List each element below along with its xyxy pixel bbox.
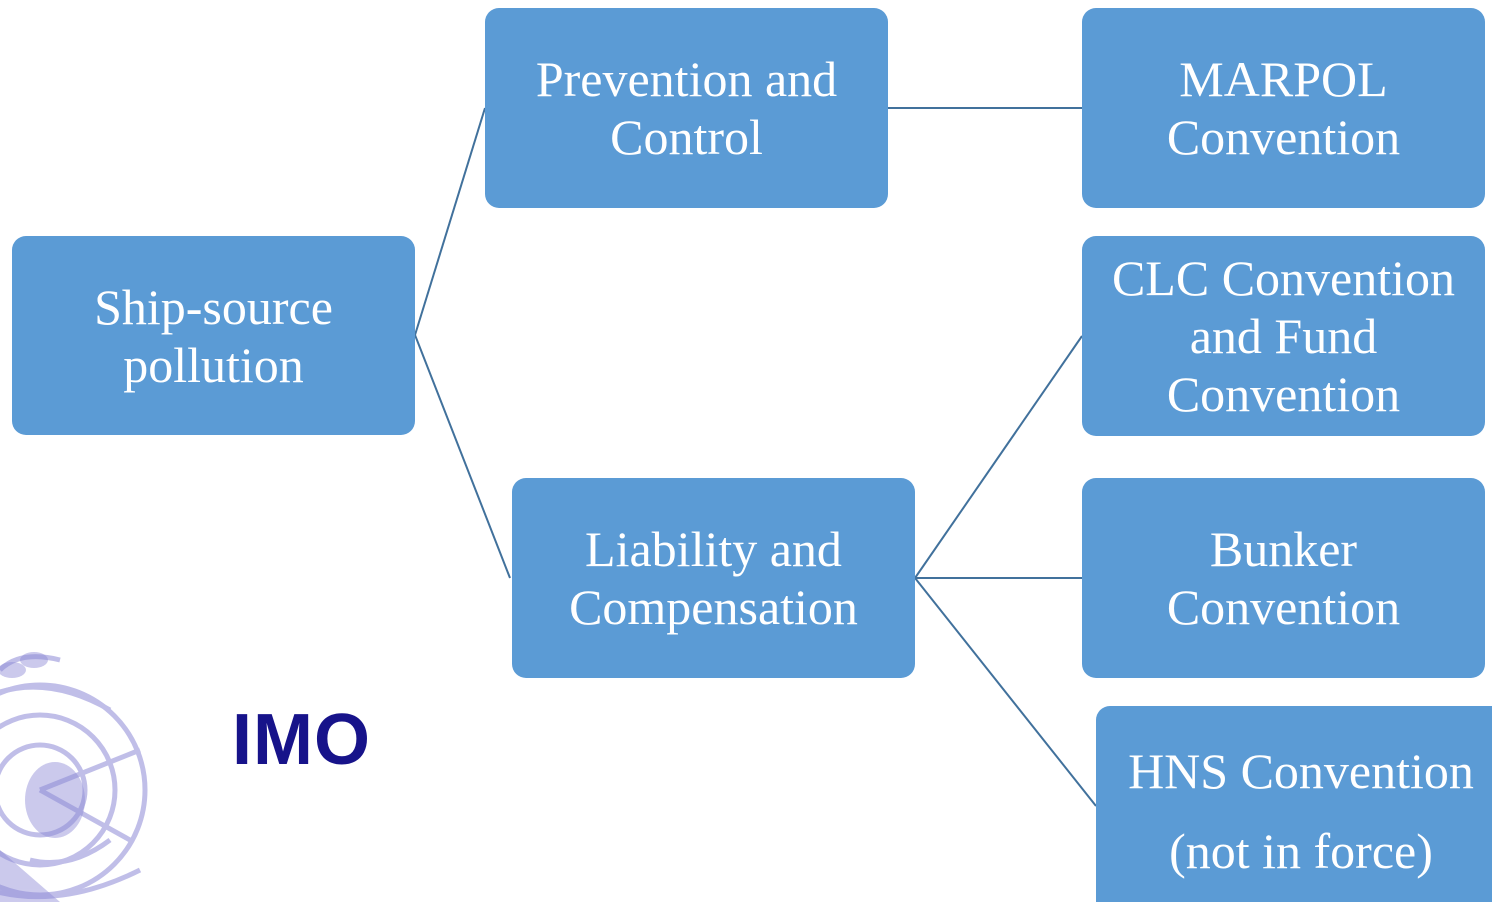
node-liability-and-compensation: Liability and Compensation <box>512 478 915 678</box>
node-bunker-convention: Bunker Convention <box>1082 478 1485 678</box>
node-clc-and-fund-convention: CLC Convention and Fund Convention <box>1082 236 1485 436</box>
node-label: MARPOL Convention <box>1166 51 1401 165</box>
node-label: Bunker Convention <box>1166 521 1401 635</box>
imo-logo-text: IMO <box>232 700 371 780</box>
connector-root-prevention <box>414 107 486 336</box>
connector-liability-clc <box>914 335 1083 579</box>
node-prevention-and-control: Prevention and Control <box>485 8 888 208</box>
node-hns-convention: HNS Convention (not in force) <box>1096 706 1492 902</box>
node-marpol-convention: MARPOL Convention <box>1082 8 1485 208</box>
imo-emblem-icon <box>0 652 148 902</box>
node-label: Liability and Compensation <box>569 521 858 635</box>
connector-root-liability <box>414 334 511 579</box>
node-ship-source-pollution: Ship-source pollution <box>12 236 415 435</box>
node-label: CLC Convention and Fund Convention <box>1111 250 1456 422</box>
node-label: HNS Convention (not in force) <box>1128 743 1474 879</box>
node-label: Prevention and Control <box>535 51 838 165</box>
connector-liability-hns <box>914 577 1097 807</box>
node-label: Ship-source pollution <box>94 278 333 393</box>
